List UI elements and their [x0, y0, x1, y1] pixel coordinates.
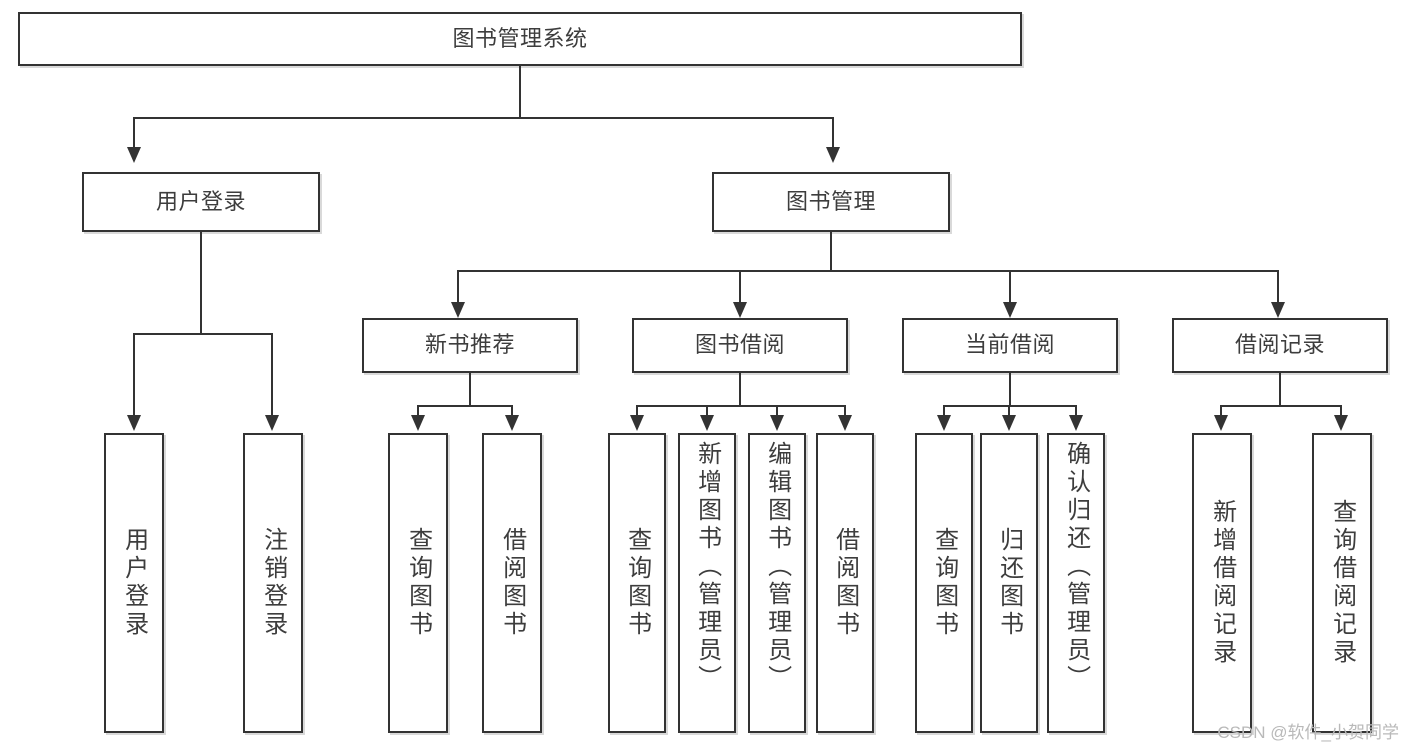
- node-label: 借阅记录: [1234, 332, 1325, 358]
- node-label: 图书管理: [785, 188, 876, 214]
- arrowhead-borrow-record-leaf-1: [1214, 415, 1228, 431]
- node-label: 新增借阅记录: [1208, 499, 1236, 667]
- connector-borrow-record-to-leaf-2: [1340, 405, 1342, 415]
- node-label: 查询图书: [930, 527, 958, 639]
- node-label: 图书借阅: [694, 332, 785, 358]
- node-label: 用户登录: [155, 188, 246, 214]
- leaf-confirm-return-admin[interactable]: 确认归还（管理员）: [1047, 433, 1105, 733]
- node-label: 图书管理系统: [452, 25, 588, 51]
- leaf-query-borrow-record[interactable]: 查询借阅记录: [1312, 433, 1372, 733]
- arrowhead-user-login: [127, 147, 141, 163]
- connector-book-manage-bus: [457, 270, 1279, 272]
- leaf-query-book-current[interactable]: 查询图书: [915, 433, 973, 733]
- connector-current-borrow-to-leaf-1: [943, 405, 945, 415]
- connector-book-borrow-to-leaf-1: [636, 405, 638, 415]
- connector-current-borrow-to-leaf-3: [1075, 405, 1077, 415]
- node-current-borrow[interactable]: 当前借阅: [902, 318, 1118, 373]
- node-label: 借阅图书: [831, 527, 859, 639]
- arrowhead-current-borrow-leaf-1: [937, 415, 951, 431]
- connector-root-bus: [133, 117, 833, 119]
- node-new-book-recommend[interactable]: 新书推荐: [362, 318, 578, 373]
- leaf-user-login[interactable]: 用户登录: [104, 433, 164, 733]
- arrowhead-new-book-leaf-2: [505, 415, 519, 431]
- node-label: 新书推荐: [424, 332, 515, 358]
- node-label: 新增图书（管理员）: [693, 441, 721, 693]
- connector-book-manage-stem: [830, 232, 832, 272]
- watermark-text: CSDN @软件_小贺同学: [1217, 723, 1399, 742]
- arrowhead-new-book: [451, 302, 465, 318]
- node-borrow-record[interactable]: 借阅记录: [1172, 318, 1388, 373]
- arrowhead-borrow-record-leaf-2: [1334, 415, 1348, 431]
- arrowhead-book-borrow-leaf-3: [770, 415, 784, 431]
- leaf-add-borrow-record[interactable]: 新增借阅记录: [1192, 433, 1252, 733]
- leaf-logout[interactable]: 注销登录: [243, 433, 303, 733]
- node-label: 归还图书: [995, 527, 1023, 639]
- connector-root-stem: [519, 66, 521, 118]
- connector-new-book-to-leaf-2: [511, 405, 513, 415]
- arrowhead-book-borrow-leaf-4: [838, 415, 852, 431]
- leaf-edit-book-admin[interactable]: 编辑图书（管理员）: [748, 433, 806, 733]
- arrowhead-new-book-leaf-1: [411, 415, 425, 431]
- connector-current-borrow-to-leaf-2: [1008, 405, 1010, 415]
- node-label: 查询借阅记录: [1328, 499, 1356, 667]
- leaf-borrow-book[interactable]: 借阅图书: [816, 433, 874, 733]
- connector-new-book-to-leaf-1: [417, 405, 419, 415]
- leaf-borrow-book-recommend[interactable]: 借阅图书: [482, 433, 542, 733]
- node-label: 注销登录: [259, 527, 287, 639]
- connector-to-new-book: [457, 270, 459, 302]
- connector-book-borrow-to-leaf-4: [844, 405, 846, 415]
- connector-to-borrow-record: [1277, 270, 1279, 302]
- leaf-add-book-admin[interactable]: 新增图书（管理员）: [678, 433, 736, 733]
- arrowhead-leaf-user-login: [127, 415, 141, 431]
- leaf-query-book-recommend[interactable]: 查询图书: [388, 433, 448, 733]
- connector-current-borrow-bus: [943, 405, 1077, 407]
- arrowhead-current-borrow-leaf-2: [1002, 415, 1016, 431]
- leaf-query-book-borrow[interactable]: 查询图书: [608, 433, 666, 733]
- node-label: 编辑图书（管理员）: [763, 441, 791, 693]
- connector-book-borrow-to-leaf-2: [706, 405, 708, 415]
- connector-current-borrow-stem: [1009, 373, 1011, 407]
- connector-borrow-record-stem: [1279, 373, 1281, 407]
- connector-user-login-to-leaf-1: [133, 333, 135, 415]
- arrowhead-borrow-record: [1271, 302, 1285, 318]
- connector-to-book-borrow: [739, 270, 741, 302]
- arrowhead-current-borrow: [1003, 302, 1017, 318]
- connector-borrow-record-bus: [1220, 405, 1342, 407]
- node-label: 当前借阅: [964, 332, 1055, 358]
- connector-root-to-book-manage: [832, 117, 834, 147]
- connector-new-book-bus: [417, 405, 513, 407]
- node-label: 查询图书: [623, 527, 651, 639]
- arrowhead-book-borrow: [733, 302, 747, 318]
- connector-user-login-stem: [200, 232, 202, 334]
- arrowhead-leaf-logout: [265, 415, 279, 431]
- connector-book-borrow-stem: [739, 373, 741, 407]
- connector-new-book-stem: [469, 373, 471, 407]
- node-label: 确认归还（管理员）: [1062, 441, 1090, 693]
- connector-book-borrow-to-leaf-3: [776, 405, 778, 415]
- arrowhead-book-manage: [826, 147, 840, 163]
- connector-to-current-borrow: [1009, 270, 1011, 302]
- connector-book-borrow-bus: [636, 405, 846, 407]
- arrowhead-book-borrow-leaf-1: [630, 415, 644, 431]
- node-book-borrow[interactable]: 图书借阅: [632, 318, 848, 373]
- node-label: 查询图书: [404, 527, 432, 639]
- arrowhead-current-borrow-leaf-3: [1069, 415, 1083, 431]
- node-label: 借阅图书: [498, 527, 526, 639]
- node-user-login[interactable]: 用户登录: [82, 172, 320, 232]
- connector-borrow-record-to-leaf-1: [1220, 405, 1222, 415]
- leaf-return-book[interactable]: 归还图书: [980, 433, 1038, 733]
- arrowhead-book-borrow-leaf-2: [700, 415, 714, 431]
- connector-user-login-bus: [133, 333, 273, 335]
- node-label: 用户登录: [120, 527, 148, 639]
- node-root-system[interactable]: 图书管理系统: [18, 12, 1022, 66]
- connector-user-login-to-leaf-2: [271, 333, 273, 415]
- node-book-management[interactable]: 图书管理: [712, 172, 950, 232]
- connector-root-to-user-login: [133, 117, 135, 147]
